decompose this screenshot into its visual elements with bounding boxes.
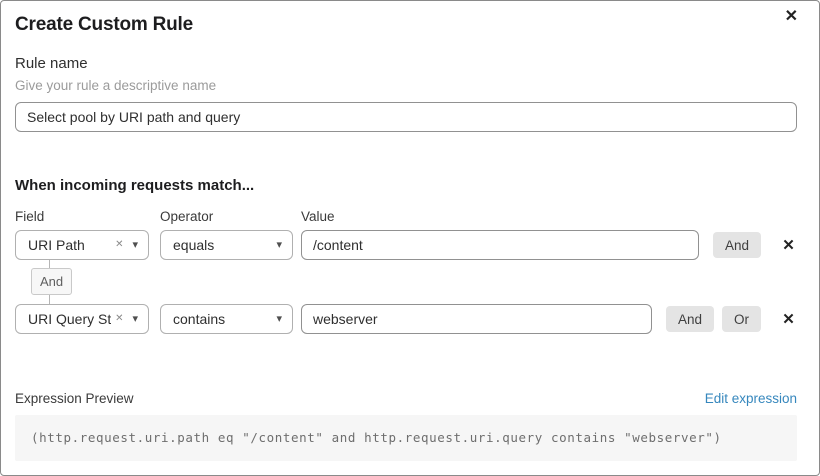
field-select-value: URI Query St... <box>28 311 112 327</box>
field-column-label: Field <box>15 209 45 224</box>
expression-preview-header: Expression Preview Edit expression <box>15 391 797 407</box>
and-button[interactable]: And <box>665 306 714 332</box>
field-select[interactable]: URI Path ✕ ▾ <box>15 230 149 260</box>
rule-name-input[interactable] <box>15 102 797 132</box>
rule-name-hint: Give your rule a descriptive name <box>15 78 217 93</box>
rule-name-label: Rule name <box>15 55 88 72</box>
condition-row-2: URI Query St... ✕ ▾ contains ▾ And Or ✕ <box>15 304 797 334</box>
edit-expression-link[interactable]: Edit expression <box>704 391 797 406</box>
and-button[interactable]: And <box>712 232 761 258</box>
or-button[interactable]: Or <box>722 306 761 332</box>
close-icon[interactable]: ✕ <box>784 8 798 25</box>
value-column-label: Value <box>301 209 335 224</box>
chevron-down-icon: ▾ <box>132 238 138 251</box>
value-input[interactable] <box>301 230 699 260</box>
remove-condition-icon[interactable]: ✕ <box>780 312 797 327</box>
expression-preview-label: Expression Preview <box>15 391 134 406</box>
expression-code: (http.request.uri.path eq "/content" and… <box>15 415 797 461</box>
operator-select[interactable]: contains ▾ <box>160 304 293 334</box>
connector-and-badge: And <box>31 268 73 295</box>
operator-column-label: Operator <box>160 209 214 224</box>
chevron-down-icon: ▾ <box>276 312 282 325</box>
condition-connector: And <box>15 260 797 304</box>
chevron-down-icon: ▾ <box>276 238 282 251</box>
condition-column-labels: Field Operator Value <box>15 209 797 225</box>
chevron-down-icon: ▾ <box>132 312 138 325</box>
remove-condition-icon[interactable]: ✕ <box>780 238 797 253</box>
operator-select-value: contains <box>173 311 226 327</box>
value-input[interactable] <box>301 304 652 334</box>
operator-select[interactable]: equals ▾ <box>160 230 293 260</box>
field-select[interactable]: URI Query St... ✕ ▾ <box>15 304 149 334</box>
connector-line <box>49 295 50 304</box>
clear-icon[interactable]: ✕ <box>115 313 124 324</box>
condition-row-1: URI Path ✕ ▾ equals ▾ And ✕ <box>15 230 797 260</box>
field-select-value: URI Path <box>28 237 85 253</box>
match-heading: When incoming requests match... <box>15 177 255 194</box>
clear-icon[interactable]: ✕ <box>115 239 124 250</box>
connector-line <box>49 260 50 268</box>
dialog-title: Create Custom Rule <box>15 14 193 35</box>
operator-select-value: equals <box>173 237 215 253</box>
